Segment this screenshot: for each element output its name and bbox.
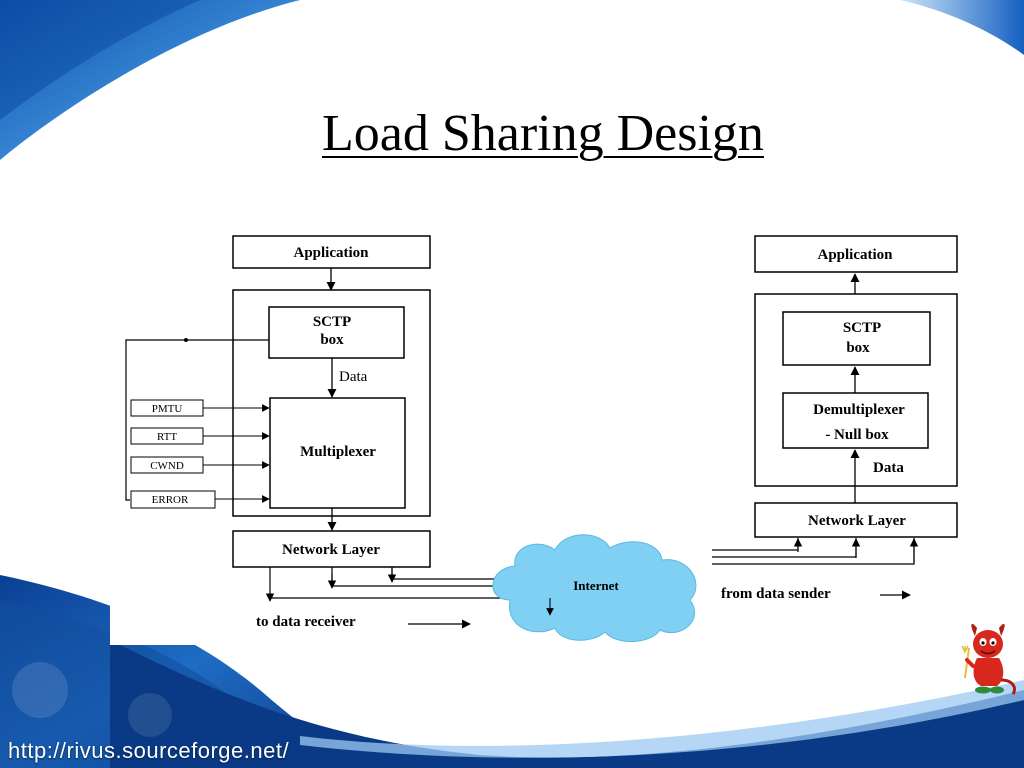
multiplexer-label: Multiplexer bbox=[300, 444, 376, 460]
svg-text:RTT: RTT bbox=[157, 431, 177, 443]
sender-application-label: Application bbox=[293, 245, 369, 261]
svg-text:ERROR: ERROR bbox=[152, 494, 189, 506]
receiver-network-layer-label: Network Layer bbox=[808, 513, 906, 529]
demultiplexer-box bbox=[782, 392, 929, 449]
svg-text:PMTU: PMTU bbox=[152, 403, 183, 415]
multiplexer-box bbox=[269, 397, 406, 509]
sender-application-box bbox=[232, 235, 431, 269]
internet-cloud: Internet bbox=[492, 534, 697, 642]
receiver-sctp-box bbox=[782, 311, 931, 366]
error-input: ERROR bbox=[130, 490, 270, 509]
from-sender-label: from data sender bbox=[721, 586, 831, 602]
sender-stack: Application SCTP box Data Multiplexer PM… bbox=[125, 235, 500, 630]
to-receiver-label: to data receiver bbox=[256, 614, 356, 630]
receiver-sctp-line2: box bbox=[846, 340, 870, 356]
sender-data-label: Data bbox=[339, 369, 368, 385]
demultiplexer-line2: - Null box bbox=[825, 427, 889, 443]
receiver-stack: Application SCTP box Demultiplexer - Nul… bbox=[712, 235, 958, 602]
sender-sctp-line2: box bbox=[320, 332, 344, 348]
pmtu-input: PMTU bbox=[130, 399, 270, 417]
sender-network-layer-label: Network Layer bbox=[282, 542, 380, 558]
slide-title: Load Sharing Design bbox=[322, 105, 764, 162]
receiver-application-label: Application bbox=[817, 247, 893, 263]
cwnd-input: CWND bbox=[130, 456, 270, 474]
internet-label: Internet bbox=[573, 578, 619, 593]
bsd-daemon-mascot-icon bbox=[961, 623, 1016, 695]
receiver-data-label: Data bbox=[873, 460, 904, 476]
receiver-application-box bbox=[754, 235, 958, 273]
sender-sctp-line1: SCTP bbox=[313, 314, 351, 330]
demultiplexer-line1: Demultiplexer bbox=[813, 402, 905, 418]
footer-url: http://rivus.sourceforge.net/ bbox=[8, 738, 290, 763]
rtt-input: RTT bbox=[130, 427, 270, 445]
svg-text:CWND: CWND bbox=[150, 460, 184, 472]
sender-sctp-box bbox=[268, 306, 405, 359]
receiver-network-layer-box bbox=[754, 502, 958, 538]
receiver-sctp-line1: SCTP bbox=[843, 320, 881, 336]
